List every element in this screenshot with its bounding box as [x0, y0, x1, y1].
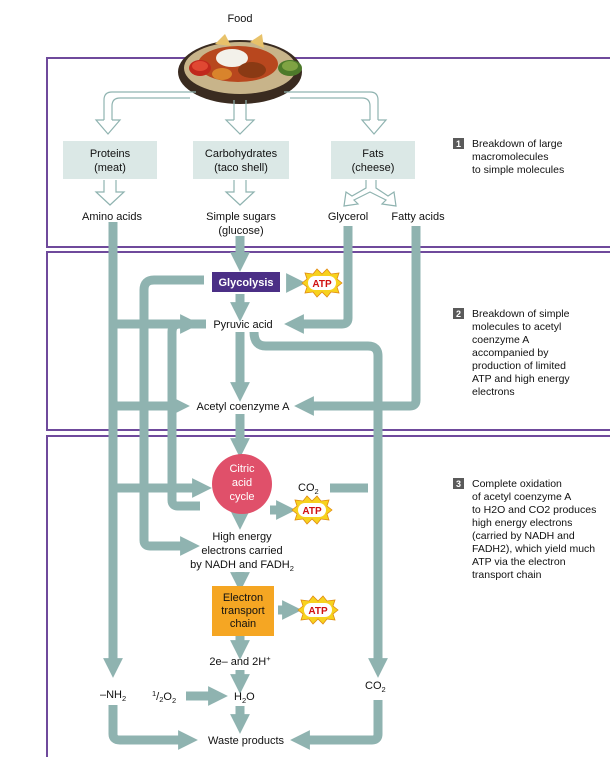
- high-energy-line-2: electrons carried: [201, 545, 282, 557]
- svg-text:to simple molecules: to simple molecules: [472, 164, 564, 176]
- high-energy-line-3: by NADH and FADH2: [190, 559, 294, 573]
- svg-text:production of limited: production of limited: [472, 360, 566, 372]
- stage-1-frame: [46, 57, 610, 248]
- atp-burst-glycolysis: [301, 268, 343, 298]
- svg-text:electrons: electrons: [472, 386, 515, 398]
- stage-2-frame: [46, 251, 610, 431]
- etc-label-2: transport: [221, 605, 264, 617]
- svg-text:Breakdown of large: Breakdown of large: [472, 138, 563, 150]
- half-o2-label: 1/2O2: [152, 689, 176, 705]
- stage-3-frame: [46, 435, 610, 757]
- svg-text:accompanied by: accompanied by: [472, 347, 549, 359]
- carbohydrates-box: [193, 141, 289, 179]
- atp-burst-etc: [297, 595, 339, 625]
- citric-label-3: cycle: [229, 491, 254, 503]
- citric-label-1: Citric: [229, 463, 255, 475]
- glucose-label: (glucose): [218, 225, 263, 237]
- atp-burst-citric: [291, 495, 333, 525]
- acetyl-coa-label: Acetyl coenzyme A: [197, 401, 291, 413]
- electrons-label: 2e– and 2H+: [209, 654, 271, 668]
- svg-text:Breakdown of simple: Breakdown of simple: [472, 308, 570, 320]
- carbohydrates-label: Carbohydrates: [205, 148, 278, 160]
- electron-transport-chain-box: [212, 586, 274, 636]
- glycolysis-label: Glycolysis: [218, 277, 273, 289]
- step-1-description: Breakdown of large macromolecules to sim…: [472, 138, 564, 176]
- step-3-description: Complete oxidation of acetyl coenzyme A …: [472, 478, 596, 581]
- svg-text:of acetyl coenzyme A: of acetyl coenzyme A: [472, 491, 571, 503]
- svg-text:ATP via the electron: ATP via the electron: [472, 556, 566, 568]
- etc-label-1: Electron: [223, 592, 263, 604]
- h2o-label: H2O: [234, 691, 255, 705]
- fats-box: [331, 141, 415, 179]
- svg-text:coenzyme A: coenzyme A: [472, 334, 529, 346]
- food-plate-illustration: [178, 34, 302, 104]
- co2-bottom-label: CO2: [365, 680, 386, 694]
- simple-molecule-arrows: [94, 180, 397, 207]
- glycolysis-box: [212, 272, 280, 292]
- svg-text:ATP and high energy: ATP and high energy: [472, 373, 570, 385]
- macromolecule-boxes: [63, 141, 415, 179]
- proteins-sub: (meat): [94, 162, 126, 174]
- glycerol-label: Glycerol: [328, 211, 368, 223]
- step-badges: [453, 138, 464, 489]
- pyruvic-acid-label: Pyruvic acid: [213, 319, 272, 331]
- step-3-number: 3: [456, 479, 461, 489]
- svg-text:to H2O and CO2 produces: to H2O and CO2 produces: [472, 504, 596, 516]
- svg-text:FADH2), which yield much: FADH2), which yield much: [472, 543, 595, 555]
- svg-text:molecules to acetyl: molecules to acetyl: [472, 321, 561, 333]
- citric-label-2: acid: [232, 477, 252, 489]
- step-2-number: 2: [456, 309, 461, 319]
- nh2-label: –NH2: [100, 689, 126, 703]
- citric-acid-cycle: [212, 454, 272, 514]
- high-energy-line-1: High energy: [212, 531, 272, 543]
- svg-text:high energy electrons: high energy electrons: [472, 517, 572, 529]
- svg-text:Complete oxidation: Complete oxidation: [472, 478, 562, 490]
- food-distribution-arrows: [94, 91, 388, 135]
- step-1-number: 1: [456, 139, 461, 149]
- waste-products-label: Waste products: [208, 735, 285, 747]
- co2-citric-label: CO2: [298, 482, 319, 496]
- atp-label-glycolysis: ATP: [312, 279, 332, 290]
- fats-label: Fats: [362, 148, 384, 160]
- fats-sub: (cheese): [352, 162, 395, 174]
- carbohydrates-sub: (taco shell): [214, 162, 268, 174]
- amino-acids-label: Amino acids: [82, 211, 142, 223]
- proteins-label: Proteins: [90, 148, 131, 160]
- etc-label-3: chain: [230, 618, 256, 630]
- atp-label-citric: ATP: [302, 506, 322, 517]
- step-3-badge: [453, 478, 464, 489]
- step-2-badge: [453, 308, 464, 319]
- food-title: Food: [227, 13, 252, 25]
- svg-text:transport chain: transport chain: [472, 569, 542, 581]
- proteins-box: [63, 141, 157, 179]
- step-2-description: Breakdown of simple molecules to acetyl …: [472, 308, 570, 398]
- atp-bursts: [291, 268, 343, 625]
- fatty-acids-label: Fatty acids: [391, 211, 445, 223]
- simple-sugars-label: Simple sugars: [206, 211, 276, 223]
- atp-label-etc: ATP: [308, 606, 328, 617]
- stage-frames: [46, 57, 610, 757]
- step-1-badge: [453, 138, 464, 149]
- svg-text:(carried by NADH and: (carried by NADH and: [472, 530, 575, 542]
- svg-text:macromolecules: macromolecules: [472, 151, 548, 163]
